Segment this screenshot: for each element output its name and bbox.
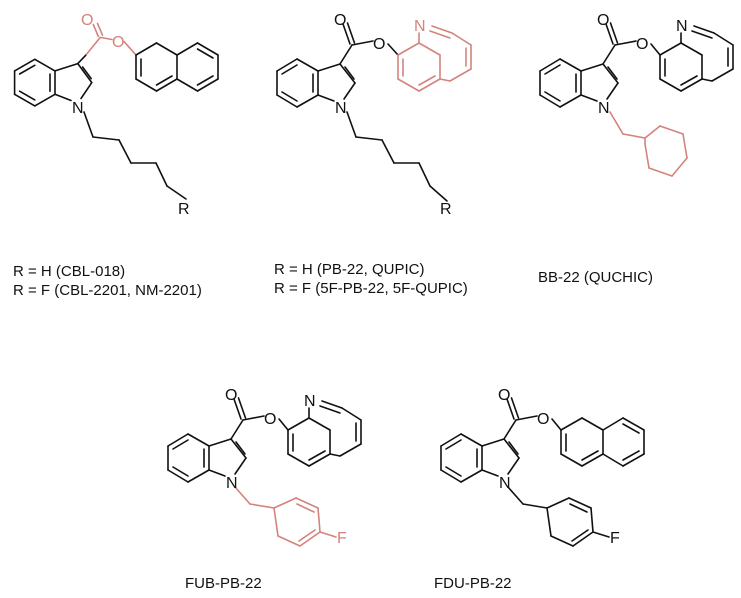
ester-group	[506, 397, 562, 431]
r-group-label: R	[178, 201, 190, 218]
pentyl-chain	[83, 111, 187, 200]
caption-pb-22: R = H (PB-22, QUPIC) R = F (5F-PB-22, 5F…	[274, 260, 468, 298]
fluorobenzyl-group	[507, 486, 610, 547]
oxygen-atom: O	[264, 411, 276, 428]
indole-core	[276, 44, 356, 108]
nitrogen-atom: N	[676, 18, 688, 35]
caption-fub-pb-22: FUB-PB-22	[185, 574, 262, 593]
oxygen-atom: O	[498, 387, 510, 404]
indole-core	[539, 44, 619, 108]
ester-group	[342, 22, 399, 56]
nitrogen-atom: N	[72, 100, 84, 117]
caption-fdu-pb-22: FDU-PB-22	[434, 574, 512, 593]
pentyl-chain	[346, 111, 448, 202]
compound-pb-22-structure: O O N N R	[276, 12, 472, 218]
naphthalene	[560, 417, 645, 467]
caption-cbl-018: R = H (CBL-018) R = F (CBL-2201, NM-2201…	[13, 262, 202, 300]
nitrogen-atom: N	[226, 475, 238, 492]
nitrogen-atom: N	[335, 100, 347, 117]
ester-group	[605, 22, 661, 56]
ester-group	[84, 22, 137, 57]
indole-core	[13, 54, 93, 107]
compound-fdu-pb-22-structure: O O N F	[440, 387, 645, 547]
nitrogen-atom: N	[304, 393, 316, 410]
caption-line: BB-22 (QUCHIC)	[538, 269, 654, 286]
caption-line: R = H (CBL-018)	[13, 263, 126, 280]
nitrogen-atom: N	[499, 475, 511, 492]
caption-line: FUB-PB-22	[185, 575, 262, 592]
caption-line: R = H (PB-22, QUPIC)	[274, 261, 425, 278]
nitrogen-atom: N	[414, 18, 426, 35]
oxygen-atom: O	[81, 12, 93, 29]
oxygen-atom: O	[597, 12, 609, 29]
caption-line: R = F (5F-PB-22, 5F-QUPIC)	[274, 280, 468, 297]
compound-bb-22-structure: O O N N	[539, 12, 734, 177]
compound-cbl-018-structure: O O N R	[13, 12, 219, 218]
fluorine-atom: F	[337, 530, 347, 547]
fluorobenzyl-group	[234, 486, 337, 547]
compound-fub-pb-22-structure: O O N N F	[167, 387, 362, 547]
oxygen-atom: O	[537, 411, 549, 428]
r-group-label: R	[440, 201, 452, 218]
ester-group	[233, 397, 289, 431]
quinoline	[287, 400, 362, 467]
caption-line: R = F (CBL-2201, NM-2201)	[13, 282, 202, 299]
fluorine-atom: F	[610, 530, 620, 547]
oxygen-atom: O	[112, 34, 124, 51]
quinoline	[397, 25, 472, 92]
indole-core	[440, 419, 520, 483]
caption-bb-22: BB-22 (QUCHIC)	[538, 268, 653, 287]
nitrogen-atom: N	[598, 100, 610, 117]
naphthalene	[135, 42, 219, 92]
indole-core	[167, 419, 247, 483]
oxygen-atom: O	[225, 387, 237, 404]
cyclohexylmethyl-group	[609, 111, 688, 177]
oxygen-atom: O	[334, 12, 346, 29]
oxygen-atom: O	[373, 36, 385, 53]
caption-line: FDU-PB-22	[434, 575, 512, 592]
oxygen-atom: O	[636, 36, 648, 53]
quinoline	[659, 25, 734, 92]
